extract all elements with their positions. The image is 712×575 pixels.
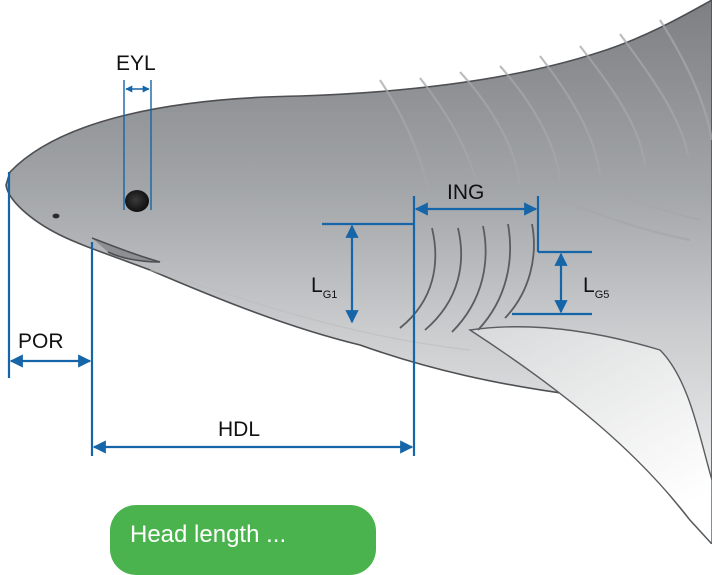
lg5-label-sub: G5 [595,289,610,301]
diagram-canvas: EYL ING POR HDL LG1 LG5 [0,0,712,544]
lg1-label-sub: G1 [323,289,338,301]
nostril [53,214,60,219]
por-label: POR [18,330,64,353]
eyl-label: EYL [116,52,156,75]
ing-label: ING [447,181,484,204]
eye [125,190,149,212]
shark-body [6,0,712,544]
shark-measurement-diagram: EYL ING POR HDL LG1 LG5 Head length ... [0,0,712,544]
lg5-label-main: L [583,274,595,297]
hdl-label: HDL [218,418,260,441]
lg1-label-main: L [311,274,323,297]
head-length-button[interactable]: Head length ... [110,505,376,575]
